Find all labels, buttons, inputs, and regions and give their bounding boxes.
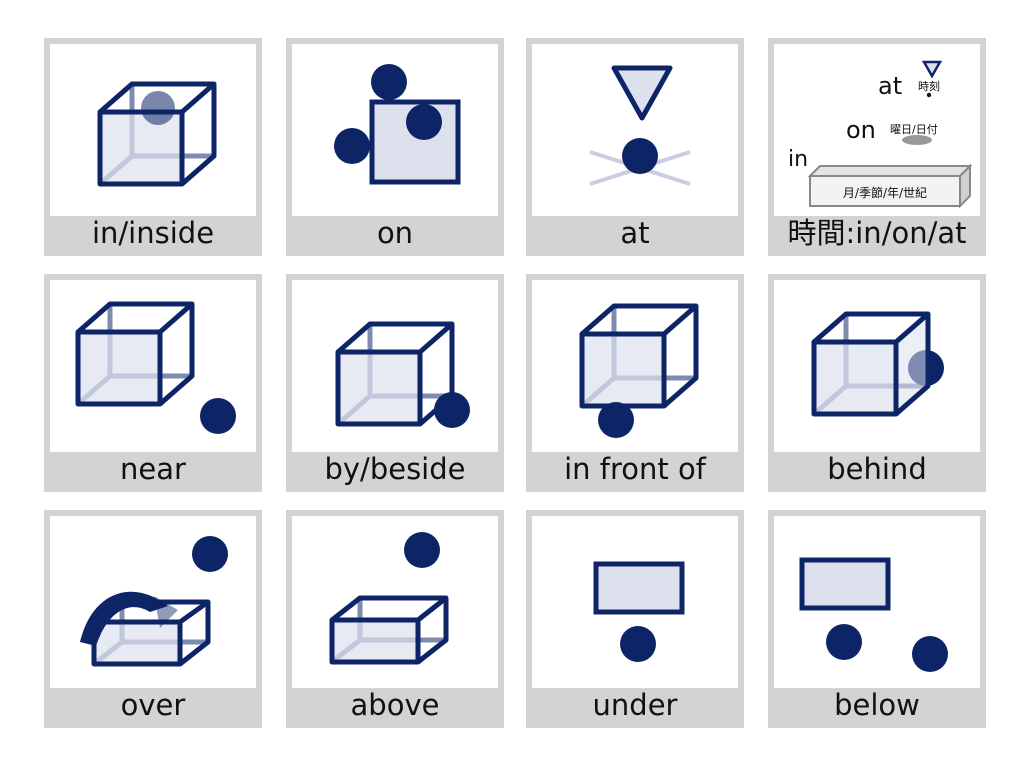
down-arrow: [611, 65, 673, 121]
card-picture: [50, 44, 256, 216]
box-front-edges: [329, 595, 449, 665]
box-front-face: [332, 620, 418, 662]
card-label: behind: [774, 452, 980, 486]
ball-top: [192, 536, 228, 572]
time-at-arrow: [921, 60, 943, 79]
on-illustration: [334, 64, 461, 185]
card-picture: [292, 44, 498, 216]
at-illustration: [589, 65, 691, 186]
time-on-note: 曜日/日付: [890, 123, 938, 136]
cube-right-face: [896, 314, 928, 414]
over-illustration: [80, 536, 228, 667]
card-label: under: [532, 688, 738, 722]
time-in-word: in: [788, 147, 808, 172]
ball-beside: [434, 392, 470, 428]
card-label: below: [774, 688, 980, 722]
time-illustration: at 時刻 on 曜日/日付 in 月/季節/年/世紀: [788, 60, 973, 209]
card-below: below: [768, 510, 986, 728]
card-label: at: [532, 216, 738, 250]
cube-front-edges: [75, 301, 195, 407]
card-by-beside: by/beside: [286, 274, 504, 492]
card-label: near: [50, 452, 256, 486]
ball-under: [620, 626, 656, 662]
cube-front-face: [78, 332, 160, 404]
card-label: on: [292, 216, 498, 250]
card-picture: [532, 516, 738, 688]
above-illustration: [329, 532, 449, 665]
cube-front-face: [100, 112, 182, 184]
card-picture: [50, 280, 256, 452]
card-under: under: [526, 510, 744, 728]
card-label: over: [50, 688, 256, 722]
time-on-word: on: [846, 116, 876, 144]
card-picture: [774, 280, 980, 452]
card-in-inside: in/inside: [44, 38, 262, 256]
card-behind: behind: [768, 274, 986, 492]
card-label: 時間:in/on/at: [774, 216, 980, 250]
card-time: at 時刻 on 曜日/日付 in 月/季節/年/世紀 時間:in/on/at: [768, 38, 986, 256]
card-label: by/beside: [292, 452, 498, 486]
ball-top: [371, 64, 407, 100]
card-picture: [532, 44, 738, 216]
time-at-dot: [926, 92, 932, 98]
ball-front: [598, 402, 634, 438]
card-label: in front of: [532, 452, 738, 486]
time-in-box: [807, 163, 973, 209]
square: [369, 99, 461, 185]
card-at: at: [526, 38, 744, 256]
cube-front-face: [338, 352, 420, 424]
ball-below-right: [912, 636, 948, 672]
card-above: above: [286, 510, 504, 728]
card-on: on: [286, 38, 504, 256]
in-inside-illustration: [97, 81, 217, 187]
near-illustration: [75, 301, 236, 434]
ball-left: [334, 128, 370, 164]
box-front-face: [94, 622, 180, 664]
time-on-plate: [902, 135, 932, 145]
card-over: over: [44, 510, 262, 728]
slab: [799, 557, 891, 611]
arc-over: [80, 591, 168, 646]
slab: [593, 561, 685, 615]
card-label: above: [292, 688, 498, 722]
card-label: in/inside: [50, 216, 256, 250]
card-picture: [532, 280, 738, 452]
cube-front-face: [582, 334, 664, 406]
time-at-note: 時刻: [918, 79, 940, 93]
behind-illustration: [811, 311, 944, 417]
card-in-front-of: in front of: [526, 274, 744, 492]
card-picture: [292, 280, 498, 452]
time-at-word: at: [878, 72, 902, 100]
cube-front-edges: [97, 81, 217, 187]
ball-point: [622, 138, 658, 174]
card-picture: [50, 516, 256, 688]
time-in-note: 月/季節/年/世紀: [843, 185, 927, 200]
ball-right: [406, 104, 442, 140]
ball-above: [404, 532, 440, 568]
card-picture: [292, 516, 498, 688]
ball-inside: [141, 91, 175, 125]
in-front-of-illustration: [579, 303, 699, 438]
arc-arrowhead: [154, 596, 178, 628]
under-illustration: [593, 561, 685, 662]
ball-near: [200, 398, 236, 434]
by-beside-illustration: [335, 321, 470, 428]
cube-front-edges: [811, 311, 931, 417]
ball-below-left: [826, 624, 862, 660]
cube-front-face: [814, 342, 896, 414]
card-picture: [774, 516, 980, 688]
card-picture: at 時刻 on 曜日/日付 in 月/季節/年/世紀: [774, 44, 980, 216]
card-near: near: [44, 274, 262, 492]
below-illustration: [799, 557, 948, 672]
cube-front-edges: [579, 303, 699, 409]
